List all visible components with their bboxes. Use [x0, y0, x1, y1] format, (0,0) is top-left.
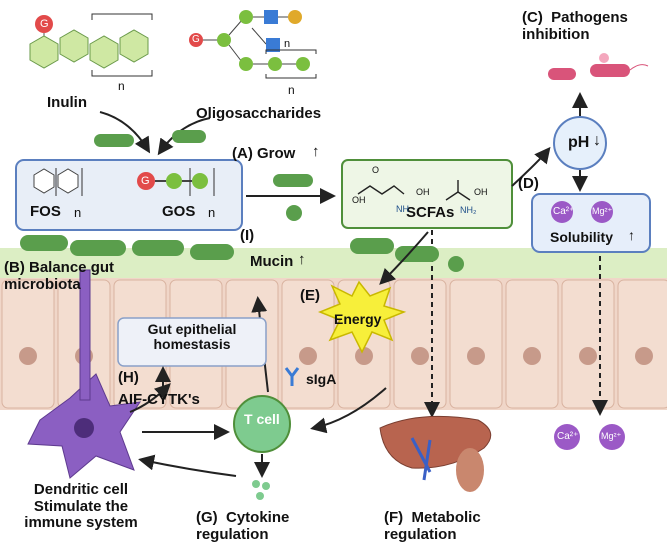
ph-label: pH: [568, 134, 590, 151]
scfa-oh-2: OH: [416, 187, 430, 197]
solubility-label: Solubility: [550, 229, 613, 245]
epithelial-cell: [1, 279, 55, 409]
cell-nucleus: [411, 347, 429, 365]
homeostasis-panel: [117, 317, 267, 367]
t-cell: [233, 395, 291, 453]
energy-label: Energy: [334, 311, 382, 327]
bacterium: [286, 205, 302, 221]
oligo-repeat-n-2: n: [284, 38, 291, 50]
magnesium-ion: [599, 424, 625, 450]
e-tag: (E): [300, 287, 320, 304]
metabolic-label: (F) Metabolic regulation: [384, 509, 481, 543]
epithelial-cell: [393, 279, 447, 409]
scfa-nh: NH: [396, 204, 409, 214]
gos-label: GOS: [162, 203, 196, 220]
solubility-up-arrow: ↑: [628, 227, 635, 243]
d-tag: (D): [518, 175, 539, 192]
cell-nucleus: [355, 347, 373, 365]
cell-nucleus: [467, 347, 485, 365]
cell-nucleus: [299, 347, 317, 365]
inulin-label: Inulin: [47, 94, 87, 111]
epithelial-cell: [561, 279, 615, 409]
cell-nucleus: [523, 347, 541, 365]
gos-repeat-n: n: [208, 205, 216, 220]
ca-ion-label: Ca²⁺: [553, 206, 575, 217]
fos-label: FOS: [30, 203, 61, 220]
oligosaccharides-label: Oligosaccharides: [196, 105, 322, 122]
i-tag: (I): [240, 227, 255, 244]
inulin-structure: [29, 13, 153, 77]
ph-down-arrow: ↓: [593, 132, 601, 149]
inulin-repeat-n: n: [118, 79, 125, 93]
calcium-ion: [554, 424, 580, 450]
oligo-repeat-n: n: [288, 83, 295, 97]
pathogens-label: (C) Pathogens inhibition: [522, 9, 628, 43]
liver-organ: [379, 415, 492, 492]
epithelium: [0, 278, 667, 410]
energy-burst: [317, 280, 407, 354]
siga-label: sIgA: [306, 371, 337, 387]
mucin-label: Mucin: [250, 253, 294, 270]
gos-g-symbol: G: [141, 175, 150, 187]
mg-ion-absorbed: Mg²⁺: [601, 431, 622, 441]
fos-repeat-n: n: [74, 205, 82, 220]
bacterium: [94, 134, 134, 147]
grow-up-arrow: ↑: [312, 143, 320, 160]
cell-nucleus: [635, 347, 653, 365]
gut-bacteria: [20, 235, 464, 272]
scfas-panel: [341, 159, 513, 229]
scfa-oh-1: OH: [352, 195, 366, 205]
cytokine-label: (G) Cytokine regulation: [196, 509, 290, 543]
pathogen-bacteria: [548, 53, 649, 80]
scfa-o: O: [372, 165, 380, 175]
cell-nucleus: [579, 347, 597, 365]
aif-cytk-label: AIF-CYTK's: [118, 391, 200, 408]
a-grow-label: (A) Grow: [232, 145, 296, 162]
scfa-oh-3: OH: [474, 187, 488, 197]
balance-microbiota-label: (B) Balance gut microbiota: [4, 259, 115, 293]
inulin-g-symbol: G: [40, 18, 49, 30]
dendritic-label: Dendritic cell Stimulate the immune syst…: [24, 481, 138, 531]
cell-nucleus: [19, 347, 37, 365]
epithelial-cell: [505, 279, 559, 409]
epithelial-cell: [617, 279, 667, 409]
ph-circle: [553, 116, 607, 170]
ca-ion-absorbed: Ca²⁺: [557, 431, 579, 442]
scfa-nh2: NH₂: [460, 205, 477, 215]
bacterium: [273, 174, 313, 187]
mucin-up-arrow: ↑: [298, 251, 306, 268]
dendritic-cell: [27, 269, 142, 479]
homeostasis-label: Gut epithelial homestasis: [147, 321, 237, 353]
oligosaccharide-structure: [189, 10, 317, 79]
scfas-label: SCFAs: [406, 204, 455, 221]
oligo-g-symbol: G: [192, 34, 200, 45]
siga-icon: [284, 367, 300, 386]
bacterium: [172, 130, 206, 143]
epithelial-cell: [449, 279, 503, 409]
h-tag: (H): [118, 369, 139, 386]
tcell-label: T cell: [244, 411, 280, 427]
mg-ion-label: Mg²⁺: [592, 206, 613, 216]
